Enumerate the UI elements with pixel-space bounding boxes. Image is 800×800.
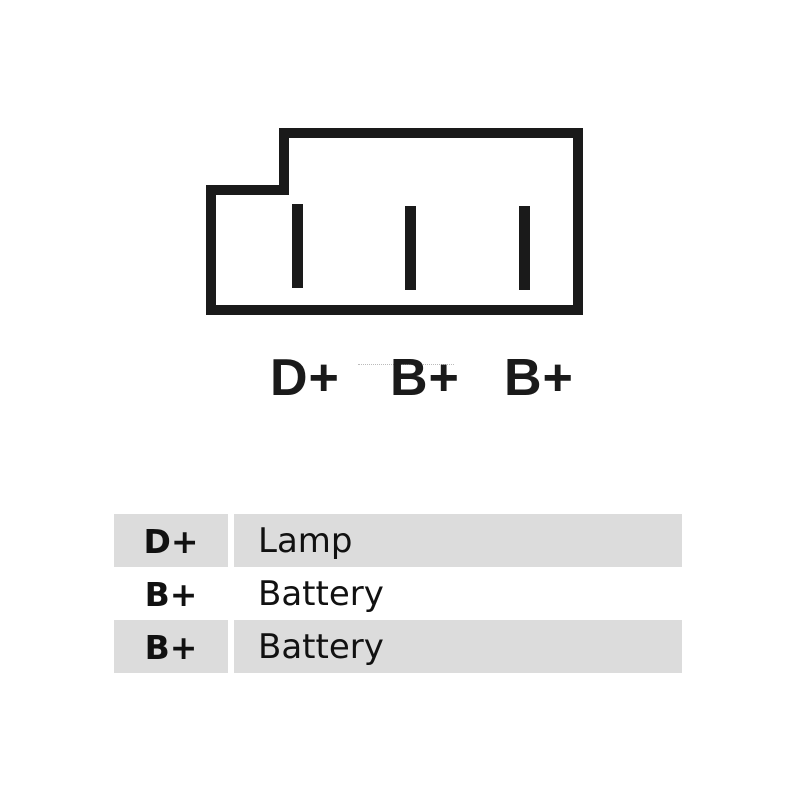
pin-label-1: D+: [270, 349, 340, 407]
decorative-dotted-line: [358, 364, 454, 365]
pin-description-cell: Lamp: [234, 514, 682, 567]
table-row: B+ Battery: [114, 567, 682, 620]
pin-description-cell: Battery: [258, 574, 384, 614]
pin-label-2: B+: [390, 349, 460, 407]
pin-label-3: B+: [504, 349, 574, 407]
pinout-legend-table: D+ Lamp B+ Battery B+ Battery: [114, 514, 682, 673]
pin-2-terminal: [405, 206, 416, 290]
pin-labels: D+ B+ B+: [270, 348, 600, 408]
pin-code-cell: B+: [144, 575, 198, 614]
table-row: B+ Battery: [114, 620, 682, 673]
pin-code-cell: D+: [114, 514, 228, 567]
table-row: D+ Lamp: [114, 514, 682, 567]
pin-description-cell: Battery: [234, 620, 682, 673]
pin-1-terminal: [292, 204, 303, 288]
pin-code-cell: B+: [114, 620, 228, 673]
pin-3-terminal: [519, 206, 530, 290]
